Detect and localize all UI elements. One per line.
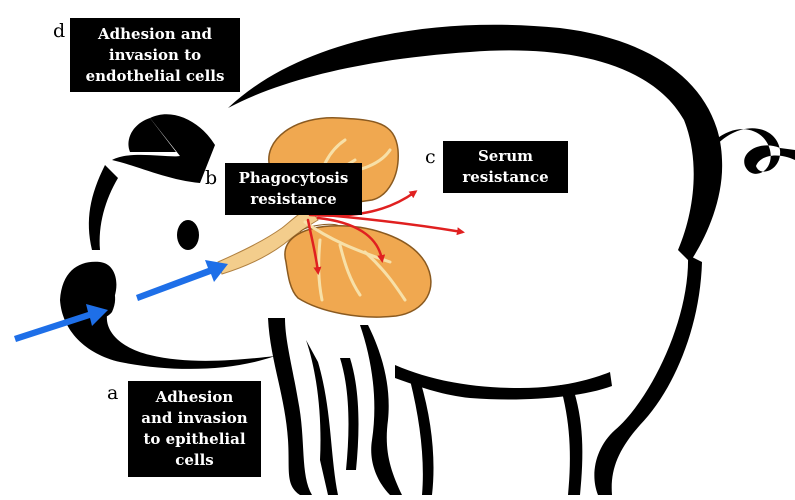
label-text-epithelial: Adhesion and invasion to epithelial cell… — [141, 387, 247, 471]
infection-arrows — [14, 260, 228, 342]
lungs-icon — [218, 118, 431, 317]
label-letter-c: c — [425, 146, 436, 168]
label-letter-d: d — [53, 20, 65, 42]
blue-arrow-icon — [136, 260, 228, 301]
label-text-serum: Serum resistance — [462, 146, 548, 188]
label-box-epithelial: Adhesion and invasion to epithelial cell… — [128, 381, 261, 477]
label-text-phagocytosis: Phagocytosis resistance — [239, 168, 349, 210]
label-text-endothelial: Adhesion and invasion to endothelial cel… — [86, 24, 225, 87]
label-box-phagocytosis: Phagocytosis resistance — [225, 163, 362, 215]
label-letter-a: a — [107, 382, 118, 404]
lung-lower-right — [285, 226, 431, 317]
label-box-endothelial: Adhesion and invasion to endothelial cel… — [70, 18, 240, 92]
label-letter-b: b — [205, 167, 217, 189]
label-box-serum: Serum resistance — [443, 141, 568, 193]
